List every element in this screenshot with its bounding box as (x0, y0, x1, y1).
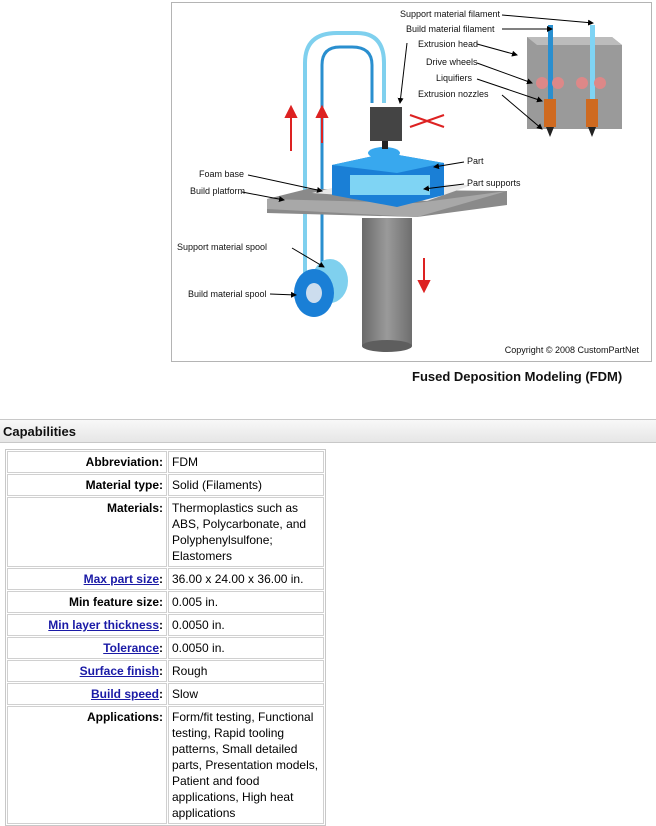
row-key-materials: Materials (106, 501, 159, 515)
label-part: Part (467, 156, 484, 166)
link-min-layer-thickness[interactable]: Min layer thickness (48, 618, 159, 632)
label-build-spool: Build material spool (188, 289, 267, 299)
table-row: Min layer thickness: 0.0050 in. (7, 614, 324, 636)
label-drive-wheels: Drive wheels (426, 57, 478, 67)
row-key-applications: Applications (86, 710, 159, 724)
row-value-material-type: Solid (Filaments) (168, 474, 324, 496)
link-tolerance[interactable]: Tolerance (103, 641, 159, 655)
label-build-platform: Build platform (190, 186, 245, 196)
part-supports (350, 175, 430, 195)
filament-path (303, 31, 386, 293)
label-build-filament: Build material filament (406, 24, 495, 34)
row-value-min-layer-thickness: 0.0050 in. (168, 614, 324, 636)
table-row: Material type: Solid (Filaments) (7, 474, 324, 496)
label-support-spool: Support material spool (177, 242, 267, 252)
figure-caption: Fused Deposition Modeling (FDM) (412, 369, 623, 384)
label-extrusion-nozzles: Extrusion nozzles (418, 89, 489, 99)
capabilities-table: Abbreviation: FDM Material type: Solid (… (5, 449, 326, 826)
label-foam-base: Foam base (199, 169, 244, 179)
table-row: Abbreviation: FDM (7, 451, 324, 473)
row-key-min-feature-size: Min feature size (68, 595, 159, 609)
table-row: Build speed: Slow (7, 683, 324, 705)
label-part-supports: Part supports (467, 178, 521, 188)
section-title: Capabilities (3, 424, 76, 439)
material-spools (294, 259, 348, 317)
fdm-diagram: Support material filament Build material… (171, 2, 652, 362)
platform-column (362, 218, 412, 346)
row-value-min-feature-size: 0.005 in. (168, 591, 324, 613)
section-header: Capabilities (0, 419, 656, 443)
row-value-tolerance: 0.0050 in. (168, 637, 324, 659)
table-row: Max part size: 36.00 x 24.00 x 36.00 in. (7, 568, 324, 590)
row-value-materials: Thermoplastics such as ABS, Polycarbonat… (168, 497, 324, 567)
row-key-material-type: Material type (85, 478, 159, 492)
link-build-speed[interactable]: Build speed (90, 687, 159, 701)
table-row: Min feature size: 0.005 in. (7, 591, 324, 613)
link-max-part-size[interactable]: Max part size (83, 572, 159, 586)
label-support-filament: Support material filament (400, 9, 501, 19)
table-row: Materials: Thermoplastics such as ABS, P… (7, 497, 324, 567)
copyright-notice: Copyright © 2008 CustomPartNet (504, 345, 639, 355)
label-liquifiers: Liquifiers (436, 73, 473, 83)
table-row: Applications: Form/fit testing, Function… (7, 706, 324, 824)
row-value-applications: Form/fit testing, Functional testing, Ra… (168, 706, 324, 824)
row-value-abbreviation: FDM (168, 451, 324, 473)
table-row: Tolerance: 0.0050 in. (7, 637, 324, 659)
label-extrusion-head: Extrusion head (418, 39, 478, 49)
row-value-max-part-size: 36.00 x 24.00 x 36.00 in. (168, 568, 324, 590)
motion-arrows (284, 104, 445, 294)
fdm-illustration: Support material filament Build material… (177, 9, 622, 352)
extrusion-head (370, 107, 402, 141)
table-row: Surface finish: Rough (7, 660, 324, 682)
row-value-build-speed: Slow (168, 683, 324, 705)
row-key-abbreviation: Abbreviation (85, 455, 159, 469)
row-value-surface-finish: Rough (168, 660, 324, 682)
extrusion-head-detail (527, 25, 622, 137)
link-surface-finish[interactable]: Surface finish (79, 664, 159, 678)
